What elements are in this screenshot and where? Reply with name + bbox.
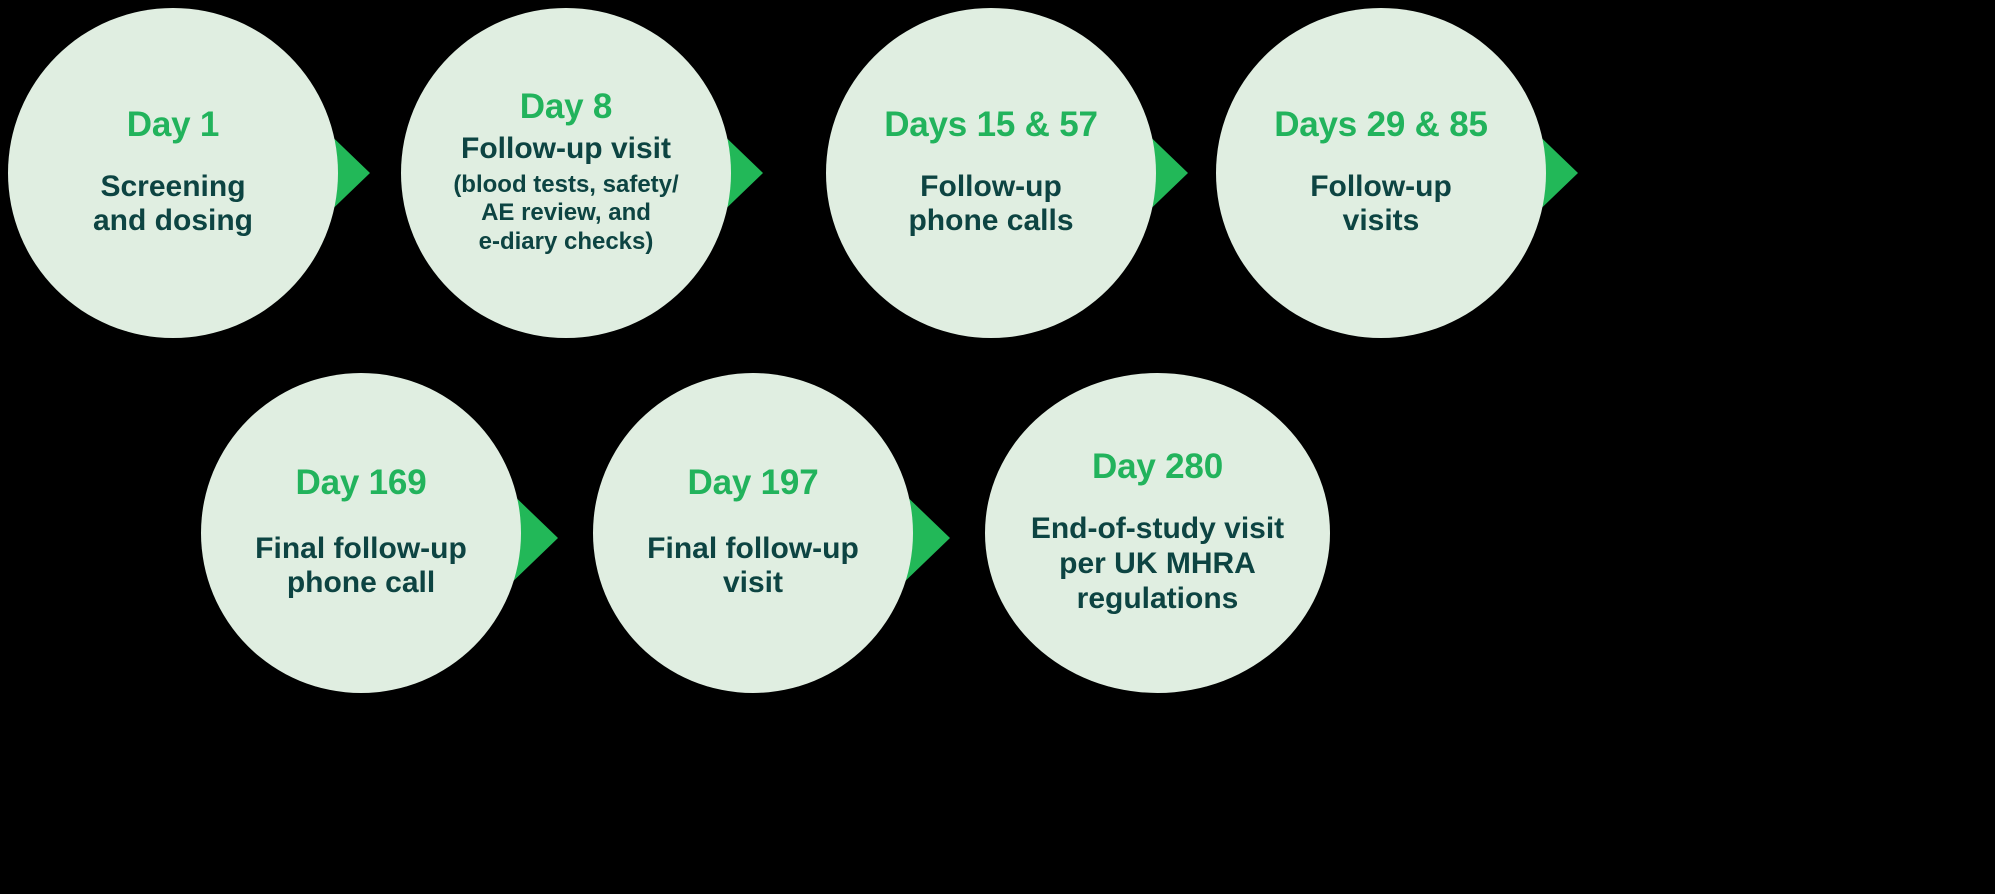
flow-node-day-label: Day 197 xyxy=(687,462,819,502)
flow-node-body: Follow-up phone calls xyxy=(908,170,1073,240)
body-line: Final follow-up xyxy=(255,531,467,565)
body-line: End-of-study visit xyxy=(1030,512,1285,546)
body-line: visits xyxy=(1342,204,1420,238)
body-line: visit xyxy=(722,566,783,600)
flow-node-subtext: (blood tests, safety/ AE review, and e-d… xyxy=(453,171,678,257)
flow-node-body: Follow-up visits xyxy=(1310,170,1452,240)
flow-node-body: Final follow-up visit xyxy=(647,532,859,602)
body-line: Follow-up xyxy=(1310,169,1452,203)
body-line: regulations xyxy=(1076,581,1239,615)
flow-node-day-label: Day 8 xyxy=(519,87,613,127)
flow-node-day-8[interactable]: Day 8 Follow-up visit (blood tests, safe… xyxy=(401,8,731,338)
flow-node-day-197[interactable]: Day 197 Final follow-up visit xyxy=(593,373,913,693)
body-line: Screening xyxy=(100,169,246,203)
body-line: phone call xyxy=(286,566,436,600)
body-line: Final follow-up xyxy=(647,531,859,565)
body-line: phone calls xyxy=(908,204,1074,238)
body-line: and dosing xyxy=(93,204,253,238)
body-line: Follow-up visit xyxy=(461,131,671,165)
flow-node-day-label: Days 15 & 57 xyxy=(884,104,1098,144)
body-line: per UK MHRA xyxy=(1059,546,1256,580)
flow-node-days-29-85[interactable]: Days 29 & 85 Follow-up visits xyxy=(1216,8,1546,338)
flow-node-day-280[interactable]: Day 280 End-of-study visit per UK MHRA r… xyxy=(985,373,1330,693)
flow-node-day-1[interactable]: Day 1 Screening and dosing xyxy=(8,8,338,338)
sub-line: (blood tests, safety/ xyxy=(453,170,679,198)
flow-node-day-label: Day 1 xyxy=(126,104,220,144)
flow-node-body: Follow-up visit xyxy=(461,132,671,167)
flow-node-day-label: Day 280 xyxy=(1092,447,1223,487)
flow-node-day-label: Days 29 & 85 xyxy=(1274,104,1488,144)
flow-node-days-15-57[interactable]: Days 15 & 57 Follow-up phone calls xyxy=(826,8,1156,338)
flow-node-day-169[interactable]: Day 169 Final follow-up phone call xyxy=(201,373,521,693)
sub-line: AE review, and xyxy=(481,199,651,227)
sub-line: e-diary checks) xyxy=(478,228,654,256)
flow-node-body: Final follow-up phone call xyxy=(255,532,467,602)
body-line: Follow-up xyxy=(920,169,1062,203)
flow-node-body: End-of-study visit per UK MHRA regulatio… xyxy=(1031,512,1284,616)
flow-node-body: Screening and dosing xyxy=(93,170,253,240)
flow-node-day-label: Day 169 xyxy=(295,462,427,502)
